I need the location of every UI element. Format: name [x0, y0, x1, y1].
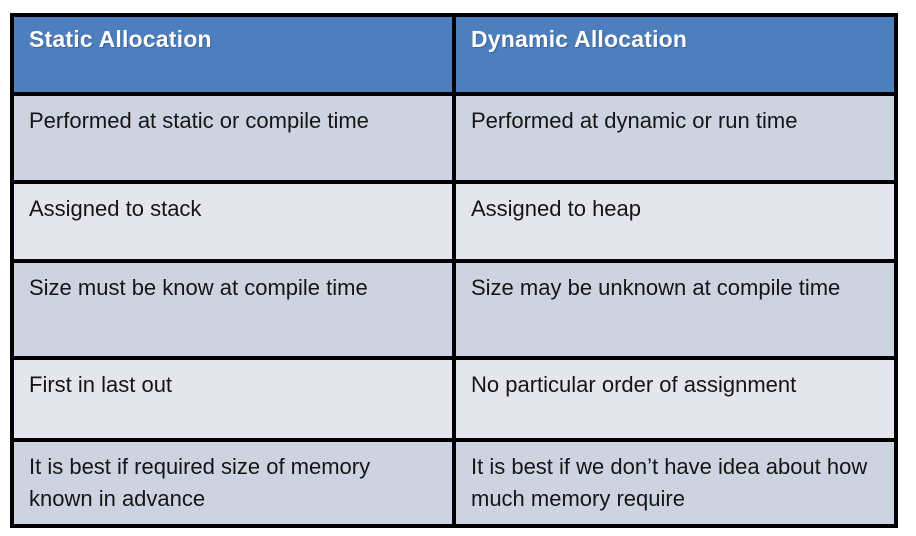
- table-row: Performed at static or compile time Perf…: [10, 91, 898, 185]
- cell-dynamic-order: No particular order of assignment: [452, 356, 898, 443]
- cell-dynamic-best: It is best if we don’t have idea about h…: [452, 438, 898, 528]
- table-row: It is best if required size of memory kn…: [10, 438, 898, 528]
- header-static-allocation: Static Allocation: [10, 13, 456, 96]
- table-row: First in last out No particular order of…: [10, 356, 898, 443]
- table-row: Assigned to stack Assigned to heap: [10, 180, 898, 264]
- cell-dynamic-assigned: Assigned to heap: [452, 180, 898, 264]
- cell-static-best: It is best if required size of memory kn…: [10, 438, 456, 528]
- cell-dynamic-performed: Performed at dynamic or run time: [452, 91, 898, 185]
- cell-static-performed: Performed at static or compile time: [10, 91, 456, 185]
- cell-static-size: Size must be know at compile time: [10, 259, 456, 361]
- cell-static-order: First in last out: [10, 356, 456, 443]
- cell-static-assigned: Assigned to stack: [10, 180, 456, 264]
- allocation-comparison-table: Static Allocation Dynamic Allocation Per…: [10, 13, 898, 528]
- header-dynamic-allocation: Dynamic Allocation: [452, 13, 898, 96]
- cell-dynamic-size: Size may be unknown at compile time: [452, 259, 898, 361]
- header-row: Static Allocation Dynamic Allocation: [10, 13, 898, 96]
- table-row: Size must be know at compile time Size m…: [10, 259, 898, 361]
